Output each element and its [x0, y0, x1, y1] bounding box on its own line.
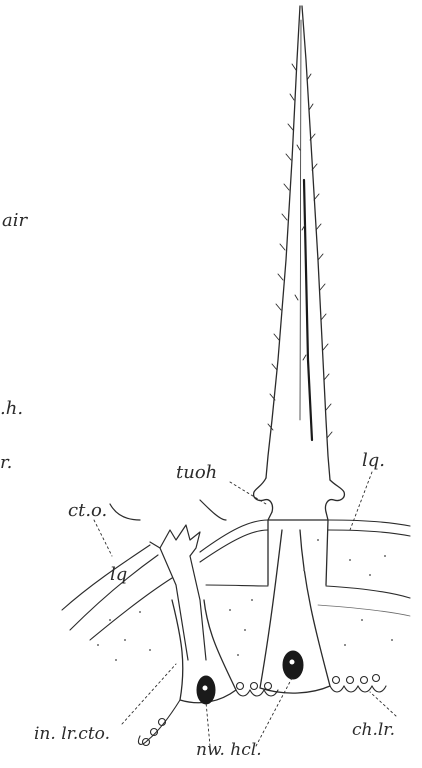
- cell-nuclei: [197, 651, 303, 704]
- label-partial-h: .h.: [0, 400, 23, 418]
- hair-shaft: [266, 6, 330, 480]
- label-partial-r: r.: [0, 454, 12, 472]
- label-lq-left: lq: [110, 566, 127, 584]
- label-in-lr-cto: in. lr.cto.: [34, 726, 110, 743]
- label-tuoh: tuoh: [176, 464, 217, 482]
- basal-cell-chain: [138, 675, 386, 746]
- label-cto: ct.o.: [68, 502, 107, 520]
- label-lq-right: lq.: [362, 452, 385, 470]
- hair-cells: [172, 530, 330, 703]
- leader-lines: [94, 472, 396, 746]
- hair-socket: [254, 478, 345, 585]
- stippling: [97, 539, 393, 661]
- label-ch-lr: ch.lr.: [352, 722, 395, 739]
- label-nw-hcl: nw. hcl.: [196, 742, 262, 759]
- label-partial-air: air: [2, 212, 27, 230]
- nucleolus-dots: [203, 660, 295, 691]
